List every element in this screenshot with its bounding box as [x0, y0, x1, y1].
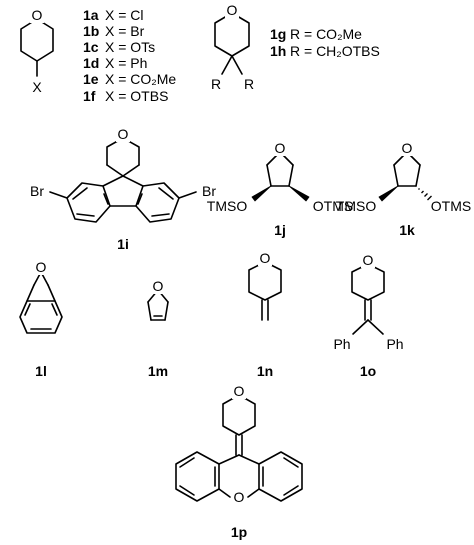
compound-id: 1e	[83, 71, 99, 87]
ring-oxygen-label: O	[118, 126, 129, 142]
substituent-definition: R = CH₂OTBS	[290, 43, 380, 59]
otms-label: OTMS	[313, 198, 353, 214]
compound-id: 1g	[270, 26, 286, 42]
substituent-list-1: 1a X = Cl 1b X = Br 1c X = OTs 1d X = Ph…	[83, 7, 176, 104]
substituent-definition: X = Cl	[105, 7, 144, 23]
compound-1k-structure: O TMSO OTMS	[336, 140, 471, 214]
compound-id: 1d	[83, 55, 99, 71]
ring-oxygen-label: O	[363, 252, 374, 268]
compound-id: 1b	[83, 23, 99, 39]
compound-1o-structure: O Ph Ph	[333, 252, 404, 352]
ring-oxygen-label: O	[153, 278, 164, 294]
tmso-label: TMSO	[336, 198, 377, 214]
thp-x-structure: O X	[20, 7, 54, 95]
ring-oxygen-label: O	[36, 259, 47, 275]
compound-id: 1c	[83, 39, 99, 55]
ring-oxygen-label: O	[227, 2, 238, 18]
compound-label-1l: 1l	[35, 363, 47, 379]
compound-id: 1h	[270, 43, 286, 59]
compound-1m-structure: O	[147, 278, 169, 321]
bromine-label: Br	[30, 183, 44, 199]
compound-1i-structure: O Br Br	[30, 126, 216, 223]
compound-label-1n: 1n	[257, 363, 273, 379]
compound-label-1o: 1o	[360, 363, 376, 379]
ring-oxygen-label: O	[234, 383, 245, 399]
substituent-definition: X = Br	[105, 23, 145, 39]
phenyl-label: Ph	[386, 336, 403, 352]
compound-1n-structure: O	[248, 250, 282, 321]
ring-oxygen-label: O	[260, 250, 271, 266]
substituent-list-2: 1g R = CO₂Me 1h R = CH₂OTBS	[270, 26, 380, 59]
compound-label-1k: 1k	[399, 222, 415, 238]
compound-id: 1f	[83, 88, 96, 104]
compound-label-1j: 1j	[274, 222, 286, 238]
compound-id: 1a	[83, 7, 99, 23]
tmso-label: TMSO	[207, 198, 248, 214]
ring-oxygen-label: O	[32, 7, 43, 23]
r-substituent-label: R	[211, 76, 221, 92]
compound-1j-structure: O TMSO OTMS	[207, 140, 353, 214]
ring-oxygen-label: O	[402, 140, 413, 156]
compound-1l-structure: O	[19, 259, 63, 334]
ring-oxygen-label: O	[275, 140, 286, 156]
compound-label-1p: 1p	[231, 524, 247, 540]
r-substituent-label: R	[244, 76, 254, 92]
bromine-label: Br	[202, 183, 216, 199]
compound-label-1i: 1i	[117, 236, 129, 252]
compound-label-1m: 1m	[148, 363, 168, 379]
phenyl-label: Ph	[333, 336, 350, 352]
substituent-definition: X = OTBS	[105, 88, 168, 104]
substituent-definition: R = CO₂Me	[290, 26, 362, 42]
hashed-bond	[418, 188, 432, 201]
substituent-definition: X = CO₂Me	[105, 71, 176, 87]
x-substituent-label: X	[32, 79, 42, 95]
substituent-definition: X = OTs	[105, 39, 155, 55]
ring-oxygen-label: O	[234, 489, 245, 505]
thp-r2-structure: O R R	[211, 2, 254, 92]
substituent-definition: X = Ph	[105, 55, 147, 71]
otms-label: OTMS	[431, 198, 471, 214]
compound-1p-structure: O O	[175, 383, 303, 505]
